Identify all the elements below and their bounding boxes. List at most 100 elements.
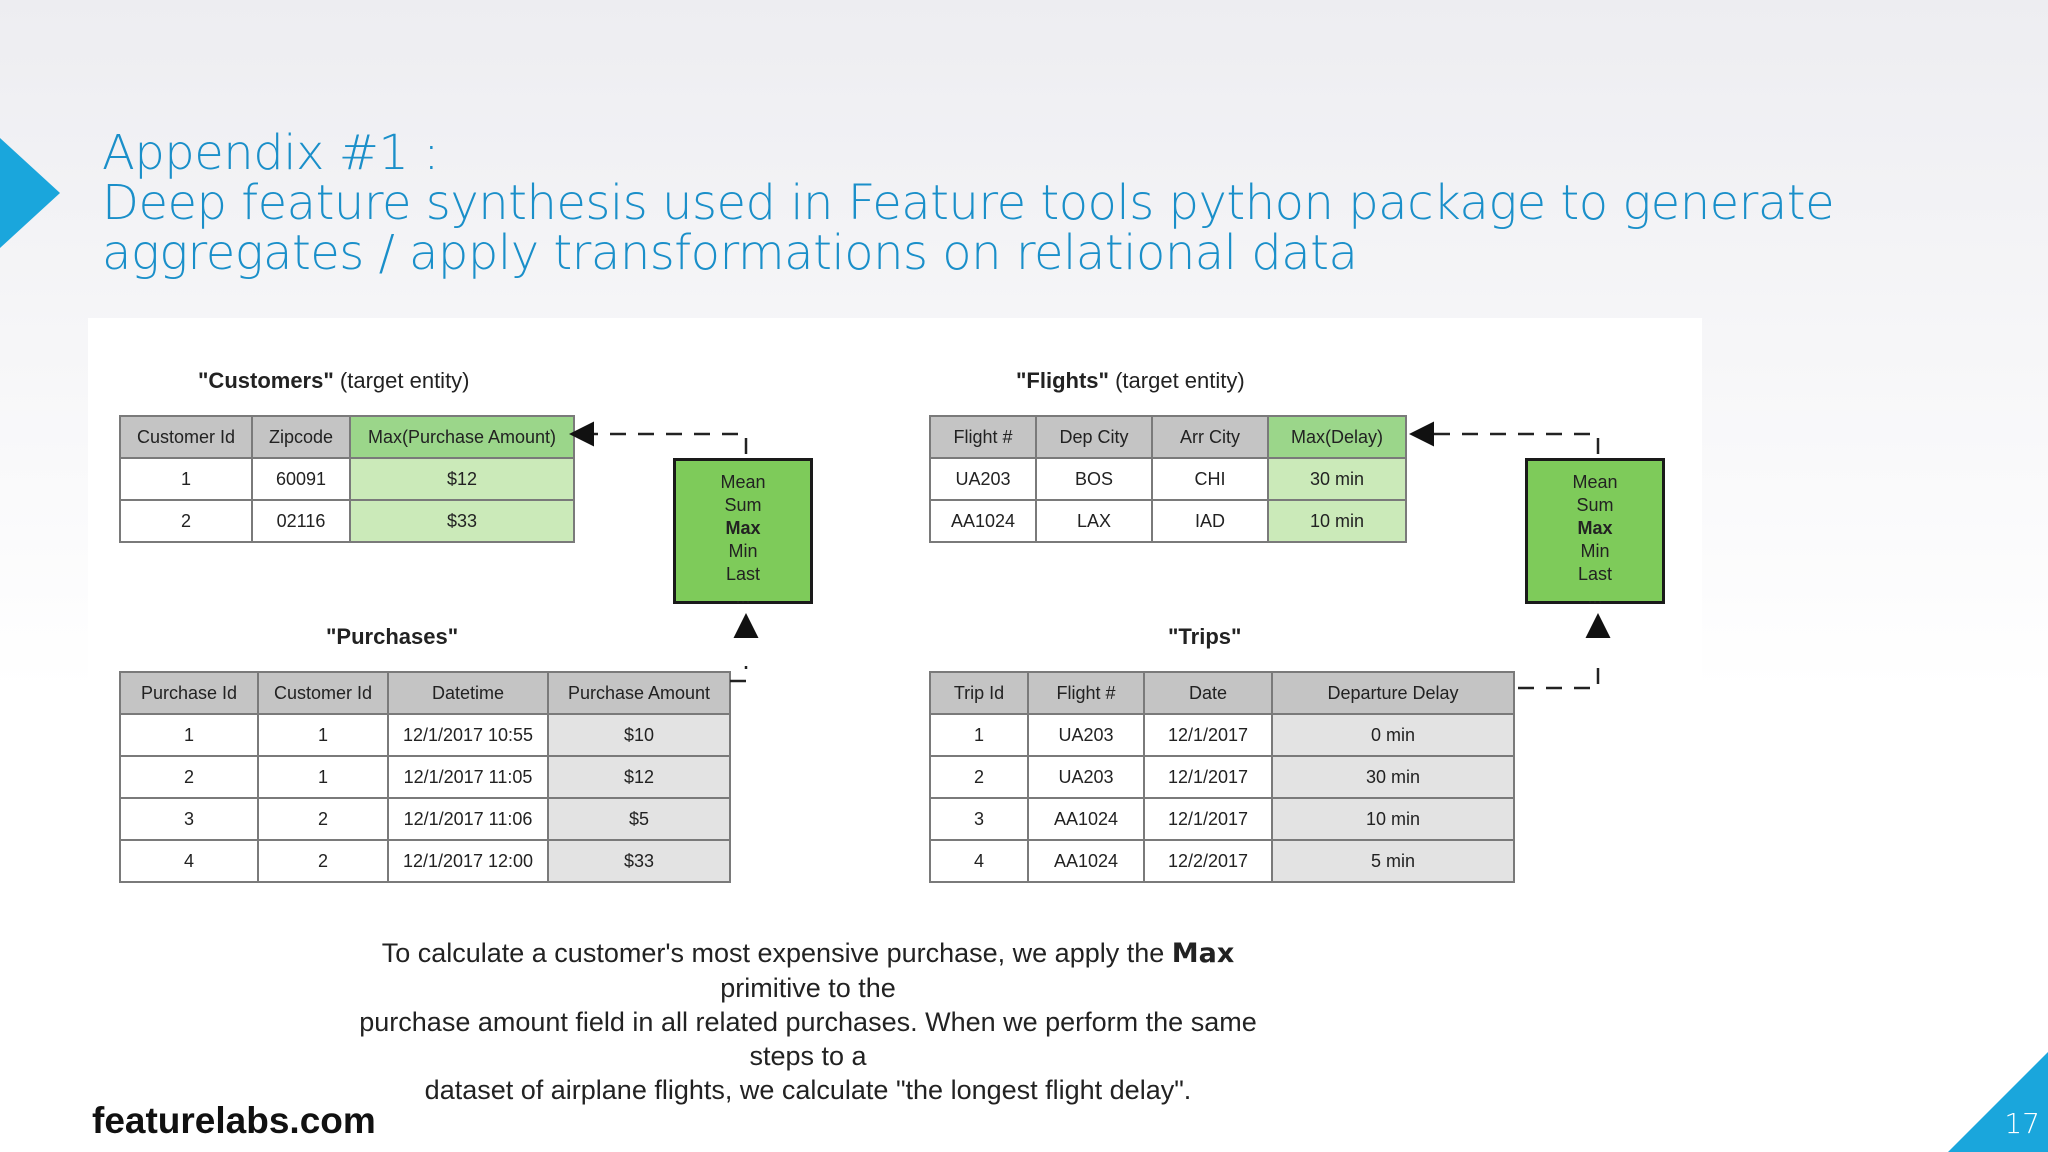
table-cell: 30 min (1267, 457, 1407, 501)
primitive-sum: Sum (1576, 495, 1614, 515)
table-cell: 1 (119, 713, 259, 757)
table-cell: $10 (547, 713, 731, 757)
corner-accent (1948, 1052, 2048, 1152)
table-cell: AA1024 (1027, 839, 1145, 883)
table-header-row: Purchase Id Customer Id Datetime Purchas… (119, 671, 731, 715)
primitive-sum: Sum (724, 495, 762, 515)
primitive-more: ... (735, 587, 751, 607)
customers-table: Customer Id Zipcode Max(Purchase Amount)… (119, 415, 575, 543)
customers-subtitle: (target entity) (339, 368, 470, 393)
column-header: Departure Delay (1271, 671, 1515, 715)
table-cell: 2 (929, 755, 1029, 799)
table-cell: LAX (1035, 499, 1153, 543)
primitive-max: Max (725, 518, 761, 538)
table-row: 2 02116 $33 (119, 499, 575, 543)
table-cell: 12/1/2017 (1143, 755, 1273, 799)
table-header-row: Trip Id Flight # Date Departure Delay (929, 671, 1515, 715)
primitive-more: ... (1587, 587, 1603, 607)
primitives-box-customers: Mean Sum Max Min Last ... (673, 458, 813, 607)
primitive-min: Min (728, 541, 758, 561)
table-cell: $12 (349, 457, 575, 501)
table-cell: 3 (929, 797, 1029, 841)
table-cell: BOS (1035, 457, 1153, 501)
table-cell: UA203 (1027, 713, 1145, 757)
figure-caption: To calculate a customer's most expensive… (358, 936, 1258, 1107)
table-row: 1 60091 $12 (119, 457, 575, 501)
table-cell: AA1024 (929, 499, 1037, 543)
customers-title: "Customers" (198, 368, 334, 393)
purchases-title: "Purchases" (326, 624, 459, 649)
table-cell: 4 (119, 839, 259, 883)
table-cell: 12/1/2017 (1143, 797, 1273, 841)
caption-max-keyword: Max (1171, 938, 1235, 969)
title-line-3: aggregates / apply transformations on re… (102, 225, 1358, 281)
table-cell: 12/1/2017 11:06 (387, 797, 549, 841)
table-cell: 0 min (1271, 713, 1515, 757)
connector-primitives-to-customers (578, 432, 748, 454)
table-cell: 30 min (1271, 755, 1515, 799)
table-cell: 2 (119, 755, 259, 799)
flights-heading: "Flights" (target entity) (1016, 368, 1245, 394)
table-cell: 1 (257, 755, 389, 799)
connector-purchases-to-primitives (730, 666, 748, 683)
table-row: 1 UA203 12/1/2017 0 min (929, 713, 1515, 757)
trips-heading: "Trips" (1168, 624, 1241, 650)
flights-table: Flight # Dep City Arr City Max(Delay) UA… (929, 415, 1407, 543)
column-header: Datetime (387, 671, 549, 715)
footer-site-link[interactable]: featurelabs.com (92, 1100, 376, 1141)
table-cell: $5 (547, 797, 731, 841)
dfs-figure: "Customers" (target entity) Customer Id … (88, 318, 1702, 1105)
slide-title: Appendix #1 : Deep feature synthesis use… (102, 128, 2002, 278)
table-row: 4 AA1024 12/2/2017 5 min (929, 839, 1515, 883)
table-cell: UA203 (929, 457, 1037, 501)
table-row: AA1024 LAX IAD 10 min (929, 499, 1407, 543)
column-header: Trip Id (929, 671, 1029, 715)
column-header: Purchase Amount (547, 671, 731, 715)
primitive-mean: Mean (1572, 472, 1618, 492)
column-header: Customer Id (257, 671, 389, 715)
flights-title: "Flights" (1016, 368, 1109, 393)
column-header: Arr City (1151, 415, 1269, 459)
column-header: Zipcode (251, 415, 351, 459)
table-header-row: Flight # Dep City Arr City Max(Delay) (929, 415, 1407, 459)
table-cell: $12 (547, 755, 731, 799)
purchases-table: Purchase Id Customer Id Datetime Purchas… (119, 671, 731, 883)
table-cell: 12/1/2017 11:05 (387, 755, 549, 799)
table-row: 2 UA203 12/1/2017 30 min (929, 755, 1515, 799)
table-row: 3 2 12/1/2017 11:06 $5 (119, 797, 731, 841)
trips-title: "Trips" (1168, 624, 1242, 649)
table-cell: 12/1/2017 10:55 (387, 713, 549, 757)
table-cell: 2 (257, 839, 389, 883)
table-cell: CHI (1151, 457, 1269, 501)
table-cell: 1 (119, 457, 253, 501)
table-header-row: Customer Id Zipcode Max(Purchase Amount) (119, 415, 575, 459)
caption-line-2: purchase amount field in all related pur… (359, 1007, 1257, 1071)
connector-trips-to-primitives (1518, 666, 1600, 690)
primitive-max: Max (1577, 518, 1613, 538)
table-cell: AA1024 (1027, 797, 1145, 841)
table-cell: 1 (929, 713, 1029, 757)
primitive-mean: Mean (720, 472, 766, 492)
column-header: Dep City (1035, 415, 1153, 459)
table-cell: $33 (349, 499, 575, 543)
column-header: Purchase Id (119, 671, 259, 715)
column-header: Date (1143, 671, 1273, 715)
column-header: Customer Id (119, 415, 253, 459)
page-number: 17 (2004, 1107, 2040, 1140)
primitives-box-flights: Mean Sum Max Min Last ... (1525, 458, 1665, 607)
column-header: Flight # (929, 415, 1037, 459)
accent-chevron (0, 138, 60, 248)
title-line-2: Deep feature synthesis used in Feature t… (102, 175, 1835, 231)
table-cell: 2 (257, 797, 389, 841)
table-cell: 10 min (1267, 499, 1407, 543)
table-cell: UA203 (1027, 755, 1145, 799)
customers-heading: "Customers" (target entity) (198, 368, 470, 394)
table-cell: 3 (119, 797, 259, 841)
table-cell: 02116 (251, 499, 351, 543)
table-cell: 12/2/2017 (1143, 839, 1273, 883)
title-line-1: Appendix #1 : (102, 125, 439, 181)
dashed-connectors (569, 421, 1611, 690)
caption-line-3: dataset of airplane flights, we calculat… (424, 1075, 1192, 1105)
caption-line-1: To calculate a customer's most expensive… (381, 938, 1235, 1003)
table-cell: 10 min (1271, 797, 1515, 841)
